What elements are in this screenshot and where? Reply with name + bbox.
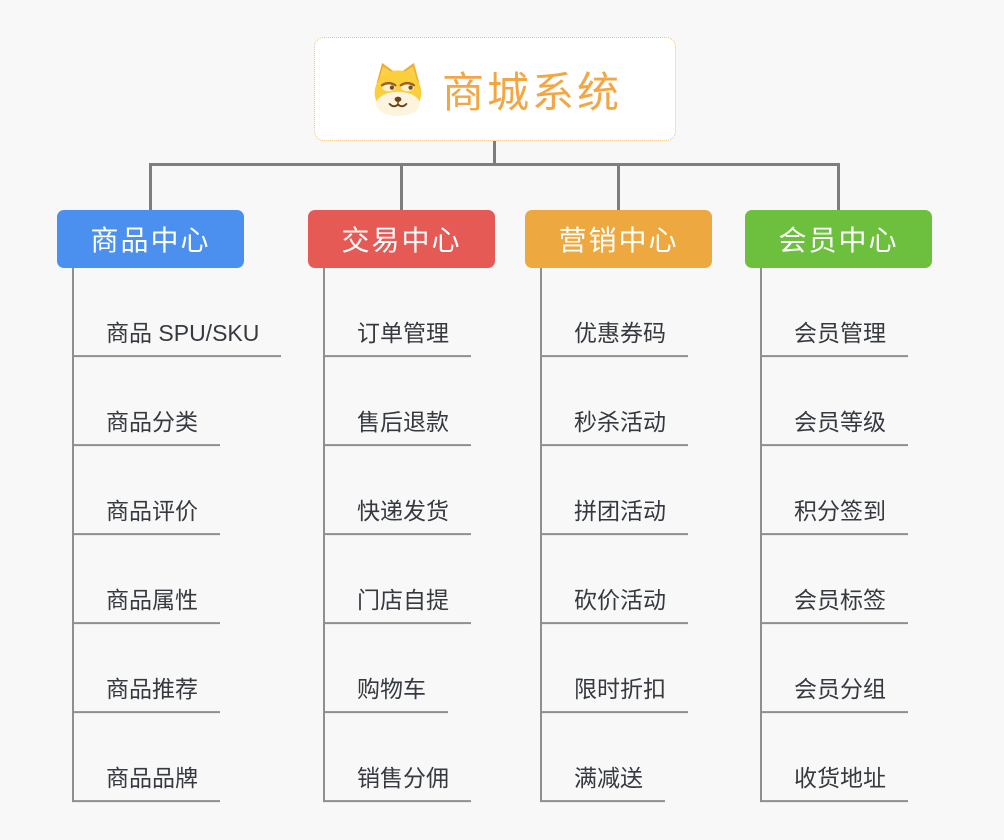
child-node[interactable]: 销售分佣 xyxy=(323,764,471,802)
child-node[interactable]: 积分签到 xyxy=(760,497,908,535)
root-node[interactable]: 商城系统 xyxy=(314,37,676,141)
child-node[interactable]: 商品推荐 xyxy=(72,675,220,713)
child-node[interactable]: 门店自提 xyxy=(323,586,471,624)
child-node[interactable]: 会员等级 xyxy=(760,408,908,446)
child-node[interactable]: 满减送 xyxy=(540,764,665,802)
root-title: 商城系统 xyxy=(441,68,622,116)
child-node[interactable]: 会员标签 xyxy=(760,586,908,624)
child-node[interactable]: 收货地址 xyxy=(760,764,908,802)
connector-drop-product xyxy=(149,166,152,210)
connector-horizontal-rail xyxy=(149,163,840,166)
child-node[interactable]: 秒杀活动 xyxy=(540,408,688,446)
branch-node-product[interactable]: 商品中心 xyxy=(57,210,244,268)
branch-node-marketing[interactable]: 营销中心 xyxy=(525,210,712,268)
child-node[interactable]: 限时折扣 xyxy=(540,675,688,713)
connector-root-stem xyxy=(493,141,496,164)
child-node[interactable]: 订单管理 xyxy=(323,319,471,357)
branch-node-trade[interactable]: 交易中心 xyxy=(308,210,495,268)
child-node[interactable]: 砍价活动 xyxy=(540,586,688,624)
child-node[interactable]: 快递发货 xyxy=(323,497,471,535)
child-node[interactable]: 商品 SPU/SKU xyxy=(72,319,282,357)
dog-face-icon xyxy=(368,61,428,117)
child-node[interactable]: 购物车 xyxy=(323,675,448,713)
child-node[interactable]: 拼团活动 xyxy=(540,497,688,535)
branch-trunk-trade xyxy=(323,268,325,802)
child-node[interactable]: 会员分组 xyxy=(760,675,908,713)
child-node[interactable]: 商品品牌 xyxy=(72,764,220,802)
connector-drop-member xyxy=(837,166,840,210)
branch-trunk-product xyxy=(72,268,74,802)
branch-trunk-marketing xyxy=(540,268,542,802)
child-node[interactable]: 售后退款 xyxy=(323,408,471,446)
branch-trunk-member xyxy=(760,268,762,802)
child-node[interactable]: 会员管理 xyxy=(760,319,908,357)
child-node[interactable]: 优惠券码 xyxy=(540,319,688,357)
connector-drop-marketing xyxy=(617,166,620,210)
connector-drop-trade xyxy=(400,166,403,210)
branch-node-member[interactable]: 会员中心 xyxy=(745,210,932,268)
child-node[interactable]: 商品评价 xyxy=(72,497,220,535)
child-node[interactable]: 商品分类 xyxy=(72,408,220,446)
child-node[interactable]: 商品属性 xyxy=(72,586,220,624)
